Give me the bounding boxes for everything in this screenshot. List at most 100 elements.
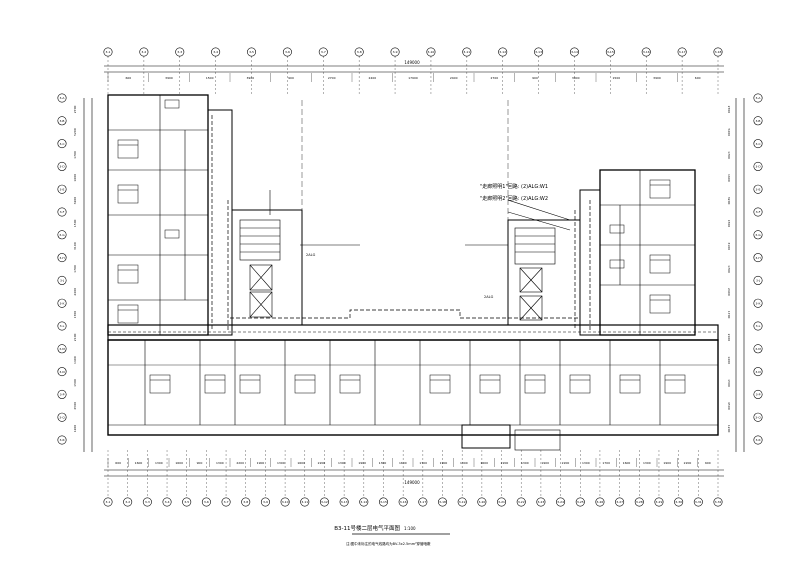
svg-text:3-17: 3-17 [679,50,686,54]
grid-axis-bubble-top: 3-7 [318,47,328,57]
grid-axis-bubble-bottom: 3-19 [457,497,467,507]
dimension-text-right: 1600 [727,174,731,182]
grid-axis-bubble-top: 3-15 [605,47,615,57]
dimension-text-top: 900 [288,76,294,80]
dimension-text-top: 1500 [613,76,621,80]
grid-axis-bubble-top: 3-14 [569,47,579,57]
svg-text:3-19: 3-19 [459,500,466,504]
svg-text:3-32: 3-32 [715,500,722,504]
dimension-text-right: 1200 [727,425,731,433]
dimension-text-top: 17900 [408,76,418,80]
grid-axis-bubble-bottom: 3-31 [693,497,703,507]
dimension-text-left: 3100 [73,242,77,250]
dimension-text-bottom: 2200 [562,461,570,465]
svg-text:3-G: 3-G [755,233,761,237]
svg-text:3-9: 3-9 [393,50,398,54]
grid-axis-bubble-top: 3-4 [211,47,221,57]
grid-axis-bubble-right: 3-G [753,230,763,240]
grid-axis-bubble-bottom: 3-6 [201,497,211,507]
dimension-text-left: 2700 [73,105,77,113]
dimension-text-left: 1600 [73,174,77,182]
svg-text:3-18: 3-18 [715,50,722,54]
grid-axis-bubble-right: 3-L [753,321,763,331]
svg-text:3-K: 3-K [756,301,762,305]
grid-axis-bubble-left: 3-E [57,184,67,194]
dimension-text-left: 3200 [73,197,77,205]
dimension-text-bottom: 2200 [318,461,326,465]
grid-axis-bubble-bottom: 3-28 [634,497,644,507]
dimension-text-bottom: 1700 [602,461,610,465]
dimension-text-left: 5200 [73,128,77,136]
svg-text:3-15: 3-15 [607,50,614,54]
room-furniture [117,99,686,394]
dimension-text-top: 3900 [653,76,661,80]
svg-text:3-17: 3-17 [419,500,426,504]
grid-axis-bubble-top: 3-8 [354,47,364,57]
left-grid-axis-bubbles: 3-A3-B3-C3-D3-E3-F3-G3-H3-J3-K3-L3-M3-N3… [57,93,67,445]
svg-text:3-8: 3-8 [243,500,248,504]
grid-axis-bubble-right: 3-Q [753,412,763,422]
dimension-text-right: 2100 [727,334,731,342]
dimension-text-right: 5200 [727,128,731,136]
dimension-text-top: 600 [125,76,131,80]
dimension-text-bottom: 1600 [175,461,183,465]
svg-text:3-22: 3-22 [518,500,525,504]
dimension-text-right: 1500 [727,220,731,228]
dimension-text-bottom: 1700 [419,461,427,465]
grid-axis-bubble-left: 3-F [57,207,67,217]
grid-axis-bubble-top: 3-17 [677,47,687,57]
grid-axis-bubble-bottom: 3-9 [260,497,270,507]
dimension-text-right: 4500 [727,402,731,410]
grid-axis-bubble-top: 3-18 [713,47,723,57]
dimension-text-left: 2100 [73,333,77,341]
svg-text:3-A: 3-A [60,96,66,100]
dimension-text-bottom: 900 [197,461,203,465]
svg-text:3-A: 3-A [756,96,762,100]
svg-text:3-16: 3-16 [643,50,650,54]
dimension-text-bottom: 1300 [643,461,651,465]
grid-axis-bubble-bottom: 3-24 [556,497,566,507]
dimension-text-right: 1500 [727,379,731,387]
grid-axis-bubble-left: 3-D [57,161,67,171]
dimension-text-bottom: 1600 [135,461,143,465]
dimension-text-right: 2700 [727,106,731,114]
dimension-text-bottom: 1900 [541,461,549,465]
circuit-label-w1: "走廊照明1"回路: (2)ALG:W1 [480,183,548,190]
svg-text:3-4: 3-4 [213,50,218,54]
svg-text:3-8: 3-8 [357,50,362,54]
grid-axis-bubble-right: 3-B [753,116,763,126]
grid-axis-bubble-bottom: 3-3 [142,497,152,507]
grid-axis-bubble-bottom: 3-30 [674,497,684,507]
grid-axis-bubble-top: 3-10 [426,47,436,57]
grid-axis-bubble-right: 3-M [753,344,763,354]
svg-text:3-H: 3-H [755,256,760,260]
svg-text:3-20: 3-20 [478,500,485,504]
dimension-text-top: 2400 [369,76,377,80]
dimension-text-bottom: 1900 [257,461,265,465]
dimension-text-left: 1400 [73,356,77,364]
svg-text:3-J: 3-J [60,279,64,283]
grid-axis-bubble-left: 3-P [57,389,67,399]
grid-axis-bubble-left: 3-R [57,435,67,445]
svg-text:3-F: 3-F [756,210,761,214]
dimension-text-bottom: 1300 [338,461,346,465]
grid-axis-bubble-bottom: 3-13 [339,497,349,507]
grid-axis-bubble-right: 3-D [753,161,763,171]
grid-axis-bubble-left: 3-K [57,298,67,308]
grid-axis-bubble-top: 3-16 [641,47,651,57]
dimension-text-bottom: 1300 [155,461,163,465]
dimension-text-left: 1700 [73,265,77,273]
grid-axis-bubble-right: 3-H [753,253,763,263]
svg-text:3-N: 3-N [755,370,760,374]
overall-width-label: 149000 [404,60,420,65]
svg-text:3-F: 3-F [60,210,65,214]
svg-text:3-P: 3-P [60,393,65,397]
svg-text:3-C: 3-C [755,142,760,146]
svg-text:3-6: 3-6 [204,500,209,504]
grid-axis-bubble-right: 3-E [753,184,763,194]
grid-axis-bubble-bottom: 3-7 [221,497,231,507]
dimension-text-bottom: 600 [115,461,121,465]
dimension-text-right: 2400 [727,288,731,296]
dimension-text-bottom: 2200 [236,461,244,465]
